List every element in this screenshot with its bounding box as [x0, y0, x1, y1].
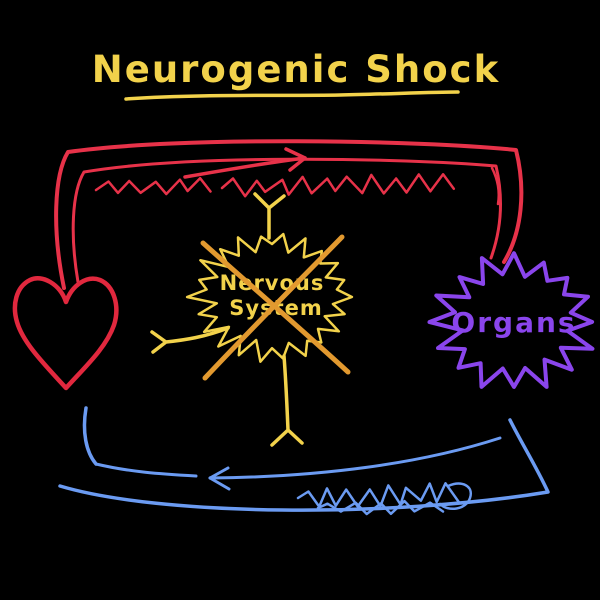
diagram-title: Neurogenic Shock	[92, 48, 500, 91]
venous-arrowhead-icon	[208, 466, 231, 491]
red-scribble-2	[220, 173, 456, 198]
blue-scribble-2	[316, 499, 445, 516]
nerve-branch-bottom-icon	[270, 354, 304, 447]
nervous-system-group: Nervous System	[185, 232, 354, 363]
red-corner-mark	[490, 166, 500, 206]
nerve-branch-top-icon	[253, 192, 286, 240]
venous-inner-left-line	[94, 462, 198, 478]
venous-left-line	[82, 406, 98, 466]
red-scribble-1	[94, 176, 212, 196]
x-cross-stroke-2	[202, 234, 345, 381]
arterial-outer-line	[54, 139, 524, 290]
blue-loop-scribble	[438, 482, 473, 511]
title-underline	[124, 90, 460, 101]
arterial-arrow-shaft	[183, 156, 307, 179]
venous-arrow-shaft	[208, 436, 502, 480]
x-cross-icon	[200, 234, 351, 381]
heart-icon	[12, 276, 119, 391]
organs-starburst	[427, 251, 595, 389]
arterial-inner-line	[71, 157, 503, 284]
nervous-starburst	[185, 232, 354, 363]
nerve-connectors	[150, 192, 304, 447]
venous-pathway	[58, 406, 550, 516]
venous-outer-line	[58, 418, 550, 512]
organs-group: Organs	[427, 251, 595, 389]
arterial-arrowhead-icon	[284, 147, 307, 172]
blue-scribble-1	[296, 482, 461, 508]
organs-label: Organs	[451, 306, 576, 339]
arterial-pathway	[54, 139, 524, 290]
title-group: Neurogenic Shock	[92, 48, 500, 101]
nerve-branch-left-icon	[150, 326, 230, 354]
